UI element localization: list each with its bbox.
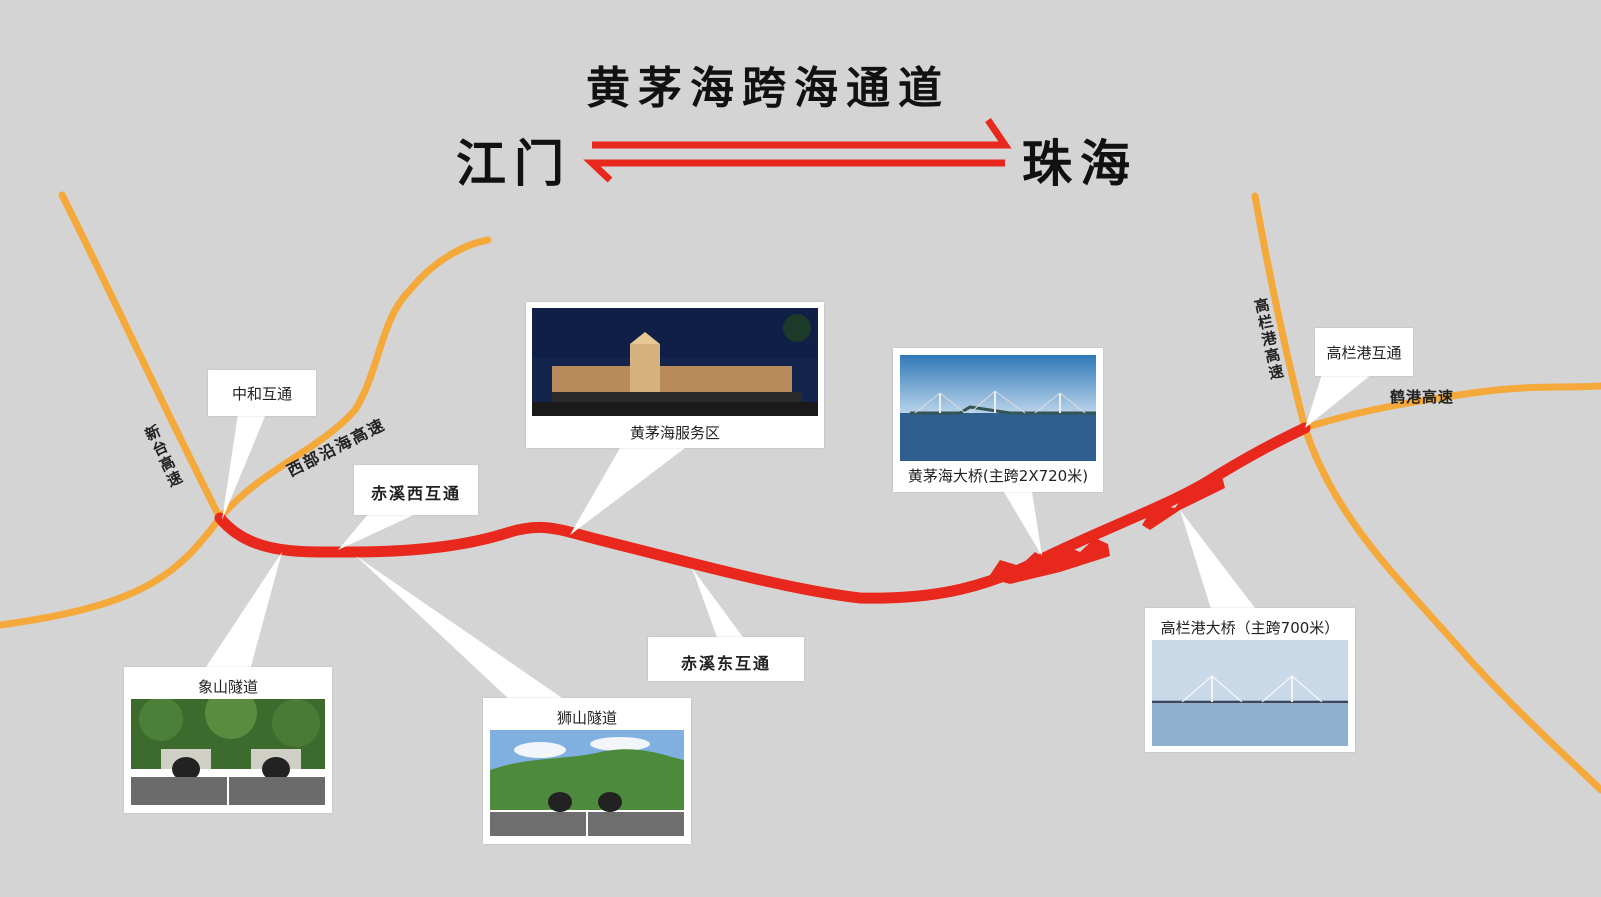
gaolangang-bridge-pointer [1180, 510, 1258, 612]
xiangshan-tunnel-pointer [204, 552, 282, 670]
service-area-card: 黄茅海服务区 [526, 302, 824, 448]
hegang-expressway-line [1301, 382, 1601, 432]
city-label-zhuhai: 珠海 [1022, 135, 1138, 193]
shishan-tunnel-card: 狮山隧道 [483, 698, 691, 844]
zhonghe-interchange-box: 中和互通 [208, 370, 316, 416]
chixi-east-pointer [692, 568, 745, 640]
zhonghe-pointer [222, 414, 266, 520]
service-area-label: 黄茅海服务区 [629, 424, 720, 442]
xintai-expressway-line [0, 191, 225, 629]
chixi-west-interchange-box: 赤溪西互通 [354, 465, 478, 515]
western-coastal-expressway-line [216, 236, 492, 522]
shishan-tunnel-pointer [356, 556, 565, 700]
chixi-east-interchange-box: 赤溪东互通 [648, 637, 804, 681]
huangmaohai-bridge-segment [988, 538, 1110, 584]
huangmaohai-bridge-pointer [1004, 492, 1042, 556]
page-title: 黄茅海跨海通道 [586, 63, 950, 114]
service-area-photo [532, 308, 818, 416]
zhonghe-interchange-label: 中和互通 [231, 385, 292, 403]
shishan-tunnel-label: 狮山隧道 [556, 709, 617, 727]
chixi-east-interchange-label: 赤溪东互通 [680, 654, 771, 673]
gaolangang-interchange-label: 高栏港互通 [1326, 344, 1402, 362]
service-area-pointer [570, 448, 685, 535]
gaolangang-interchange-box: 高栏港互通 [1315, 328, 1413, 376]
gaolangang-bridge-card: 高栏港大桥（主跨700米） [1145, 608, 1355, 752]
main-route-line [214, 422, 1311, 604]
huangmaohai-bridge-photo [900, 355, 1096, 461]
city-label-jiangmen: 江门 [456, 135, 572, 193]
gaolangang-bridge-label: 高栏港大桥（主跨700米） [1160, 619, 1340, 637]
shishan-tunnel-photo [490, 730, 684, 836]
xiangshan-tunnel-card: 象山隧道 [124, 667, 332, 813]
chixi-west-interchange-label: 赤溪西互通 [370, 484, 461, 503]
double-arrow-icon [583, 118, 1012, 183]
gaolangang-bridge-photo [1152, 640, 1348, 746]
xiangshan-tunnel-label: 象山隧道 [197, 678, 258, 696]
gaolangang-expressway-line [1251, 192, 1601, 794]
xiangshan-tunnel-photo [131, 699, 325, 805]
gaolangang-interchange-pointer [1305, 374, 1372, 428]
huangmaohai-bridge-label: 黄茅海大桥(主跨2X720米) [907, 467, 1089, 485]
chixi-west-pointer [338, 512, 420, 550]
huangmaohai-bridge-card: 黄茅海大桥(主跨2X720米) [893, 348, 1103, 492]
gaolangang-bridge-segment [1142, 476, 1225, 530]
road-label-hegang: 鹤港高速 [1390, 388, 1455, 406]
